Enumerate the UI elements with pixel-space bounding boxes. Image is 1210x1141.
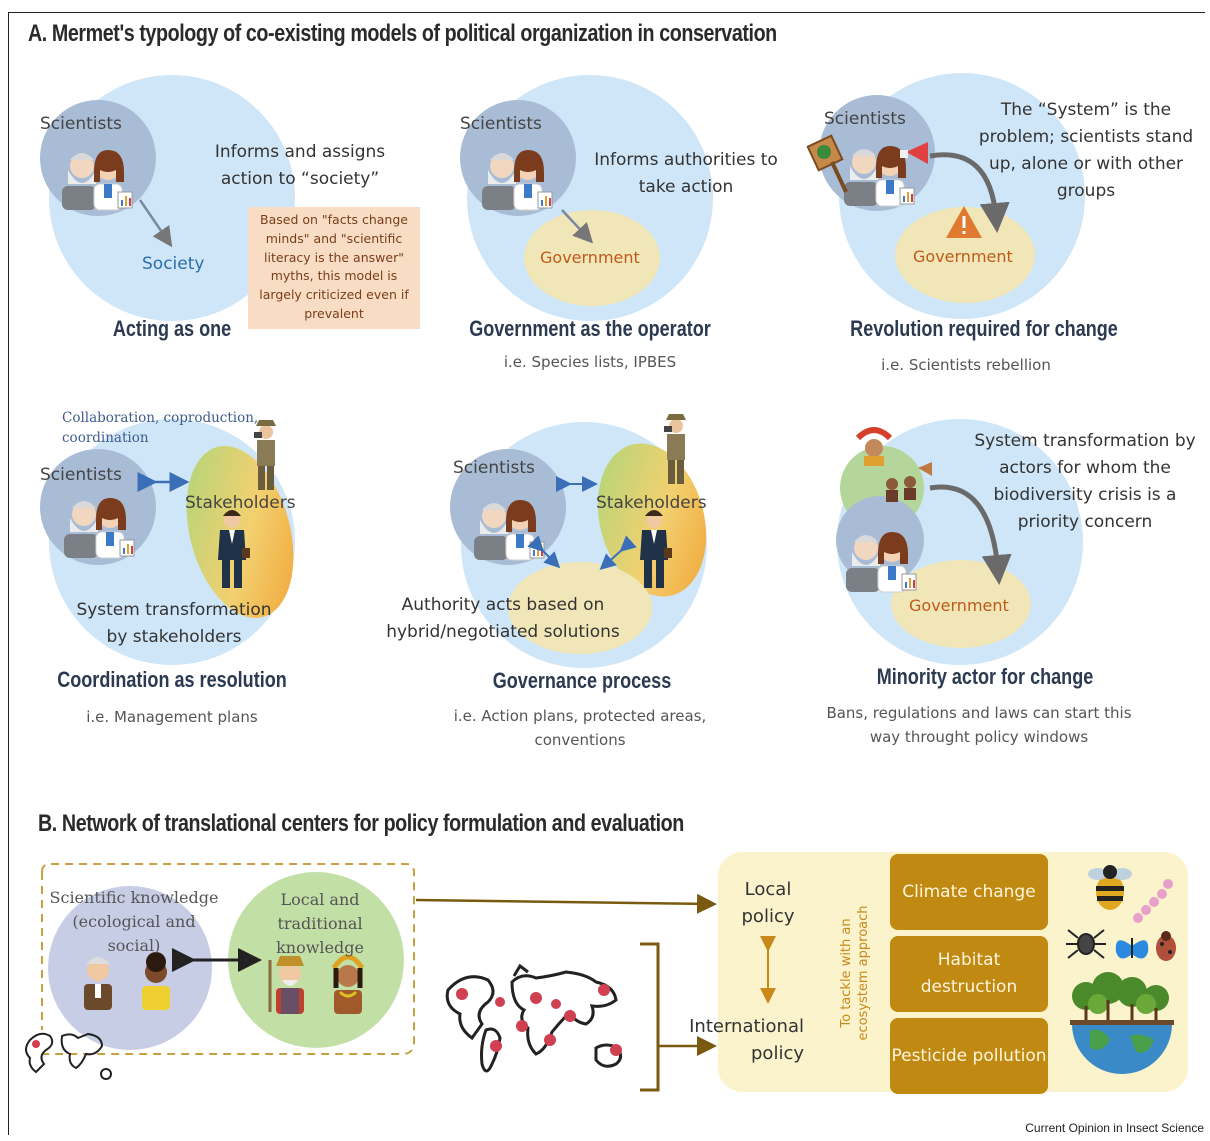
panel-government-operator-graphic (460, 75, 713, 321)
panel-subtitle: i.e. Species lists, IPBES (503, 353, 677, 371)
small-world-map-icon (25, 1032, 112, 1080)
panel-description: Informs authorities to take action (594, 150, 778, 197)
panel-subtitle: i.e. Scientists rebellion (881, 356, 1051, 374)
ecosystem-approach-label: To tackle with an ecosystem approach (839, 905, 871, 1041)
ecosystem-globe-icon (1070, 972, 1174, 1074)
traditional-knowledge-label: Local and traditional knowledge (276, 890, 364, 957)
local-policy-label: Local policy (741, 879, 795, 927)
government-label: Government (913, 247, 1013, 266)
panel-description: The “System” is the problem; scientists … (978, 100, 1194, 201)
section-b-title: B. Network of translational centers for … (38, 810, 684, 837)
panel-title-government-operator: Government as the operator (469, 316, 711, 341)
world-map-icon (445, 963, 623, 1073)
threat-box-climate: Climate change (890, 854, 1048, 930)
elderly-scientist-icon (84, 957, 112, 1010)
panel-subtitle: Bans, regulations and laws can start thi… (826, 704, 1132, 746)
section-b-graphic (25, 852, 1188, 1092)
threat-box-pesticide: Pesticide pollution (890, 1018, 1048, 1094)
panel-revolution-graphic (806, 73, 1085, 319)
panel-description: Informs and assigns action to “society” (214, 142, 386, 189)
panel-title-acting-as-one: Acting as one (112, 316, 232, 341)
figure-frame (8, 12, 1205, 1135)
international-policy-label: International policy (689, 1016, 804, 1064)
panel-subtitle: i.e. Action plans, protected areas, conv… (453, 707, 707, 749)
panel-description: System transformation by stakeholders (76, 600, 272, 647)
collaboration-label: Collaboration, coproduction, coordinatio… (62, 410, 259, 446)
panel-acting-as-one-graphic (40, 75, 295, 321)
scientists-label: Scientists (824, 109, 906, 129)
panel-title-governance: Governance process (492, 668, 672, 693)
criticism-note: Based on "facts change minds" and "scien… (248, 207, 420, 329)
government-label: Government (909, 596, 1009, 615)
bee-icon (1088, 865, 1132, 910)
map-location-pins (456, 984, 622, 1056)
panel-governance-graphic (450, 414, 707, 668)
government-label: Government (540, 248, 640, 267)
beetle-icon (1156, 931, 1176, 961)
scientists-label: Scientists (40, 465, 122, 485)
scientists-label: Scientists (40, 114, 122, 134)
panel-coordination-graphic (40, 419, 295, 665)
scientific-knowledge-label: Scientific knowledge (ecological and soc… (49, 888, 219, 955)
butterfly-icon (1115, 938, 1149, 959)
young-woman-icon (142, 952, 170, 1010)
caterpillar-icon (1133, 879, 1173, 923)
stakeholders-label: Stakeholders (596, 493, 707, 513)
journal-credit: Current Opinion in Insect Science (1025, 1121, 1204, 1135)
panel-minority-actor-graphic (836, 419, 1083, 665)
society-label: Society (142, 254, 205, 274)
section-a-title: A. Mermet's typology of co-existing mode… (28, 20, 777, 47)
panel-subtitle: i.e. Management plans (86, 708, 258, 726)
scientists-label: Scientists (460, 114, 542, 134)
spider-icon (1066, 929, 1106, 959)
panel-title-minority-actor: Minority actor for change (876, 664, 1094, 689)
panel-description: Authority acts based on hybrid/negotiate… (386, 595, 620, 642)
indigenous-person-icon (331, 954, 365, 1014)
panel-title-coordination: Coordination as resolution (57, 667, 287, 692)
threat-box-habitat: Habitat destruction (890, 936, 1048, 1012)
stakeholders-label: Stakeholders (185, 493, 296, 513)
panel-description: System transformation by actors for whom… (974, 431, 1196, 532)
scientists-label: Scientists (453, 458, 535, 478)
farmer-icon (268, 956, 304, 1014)
panel-title-revolution: Revolution required for change (850, 316, 1118, 341)
